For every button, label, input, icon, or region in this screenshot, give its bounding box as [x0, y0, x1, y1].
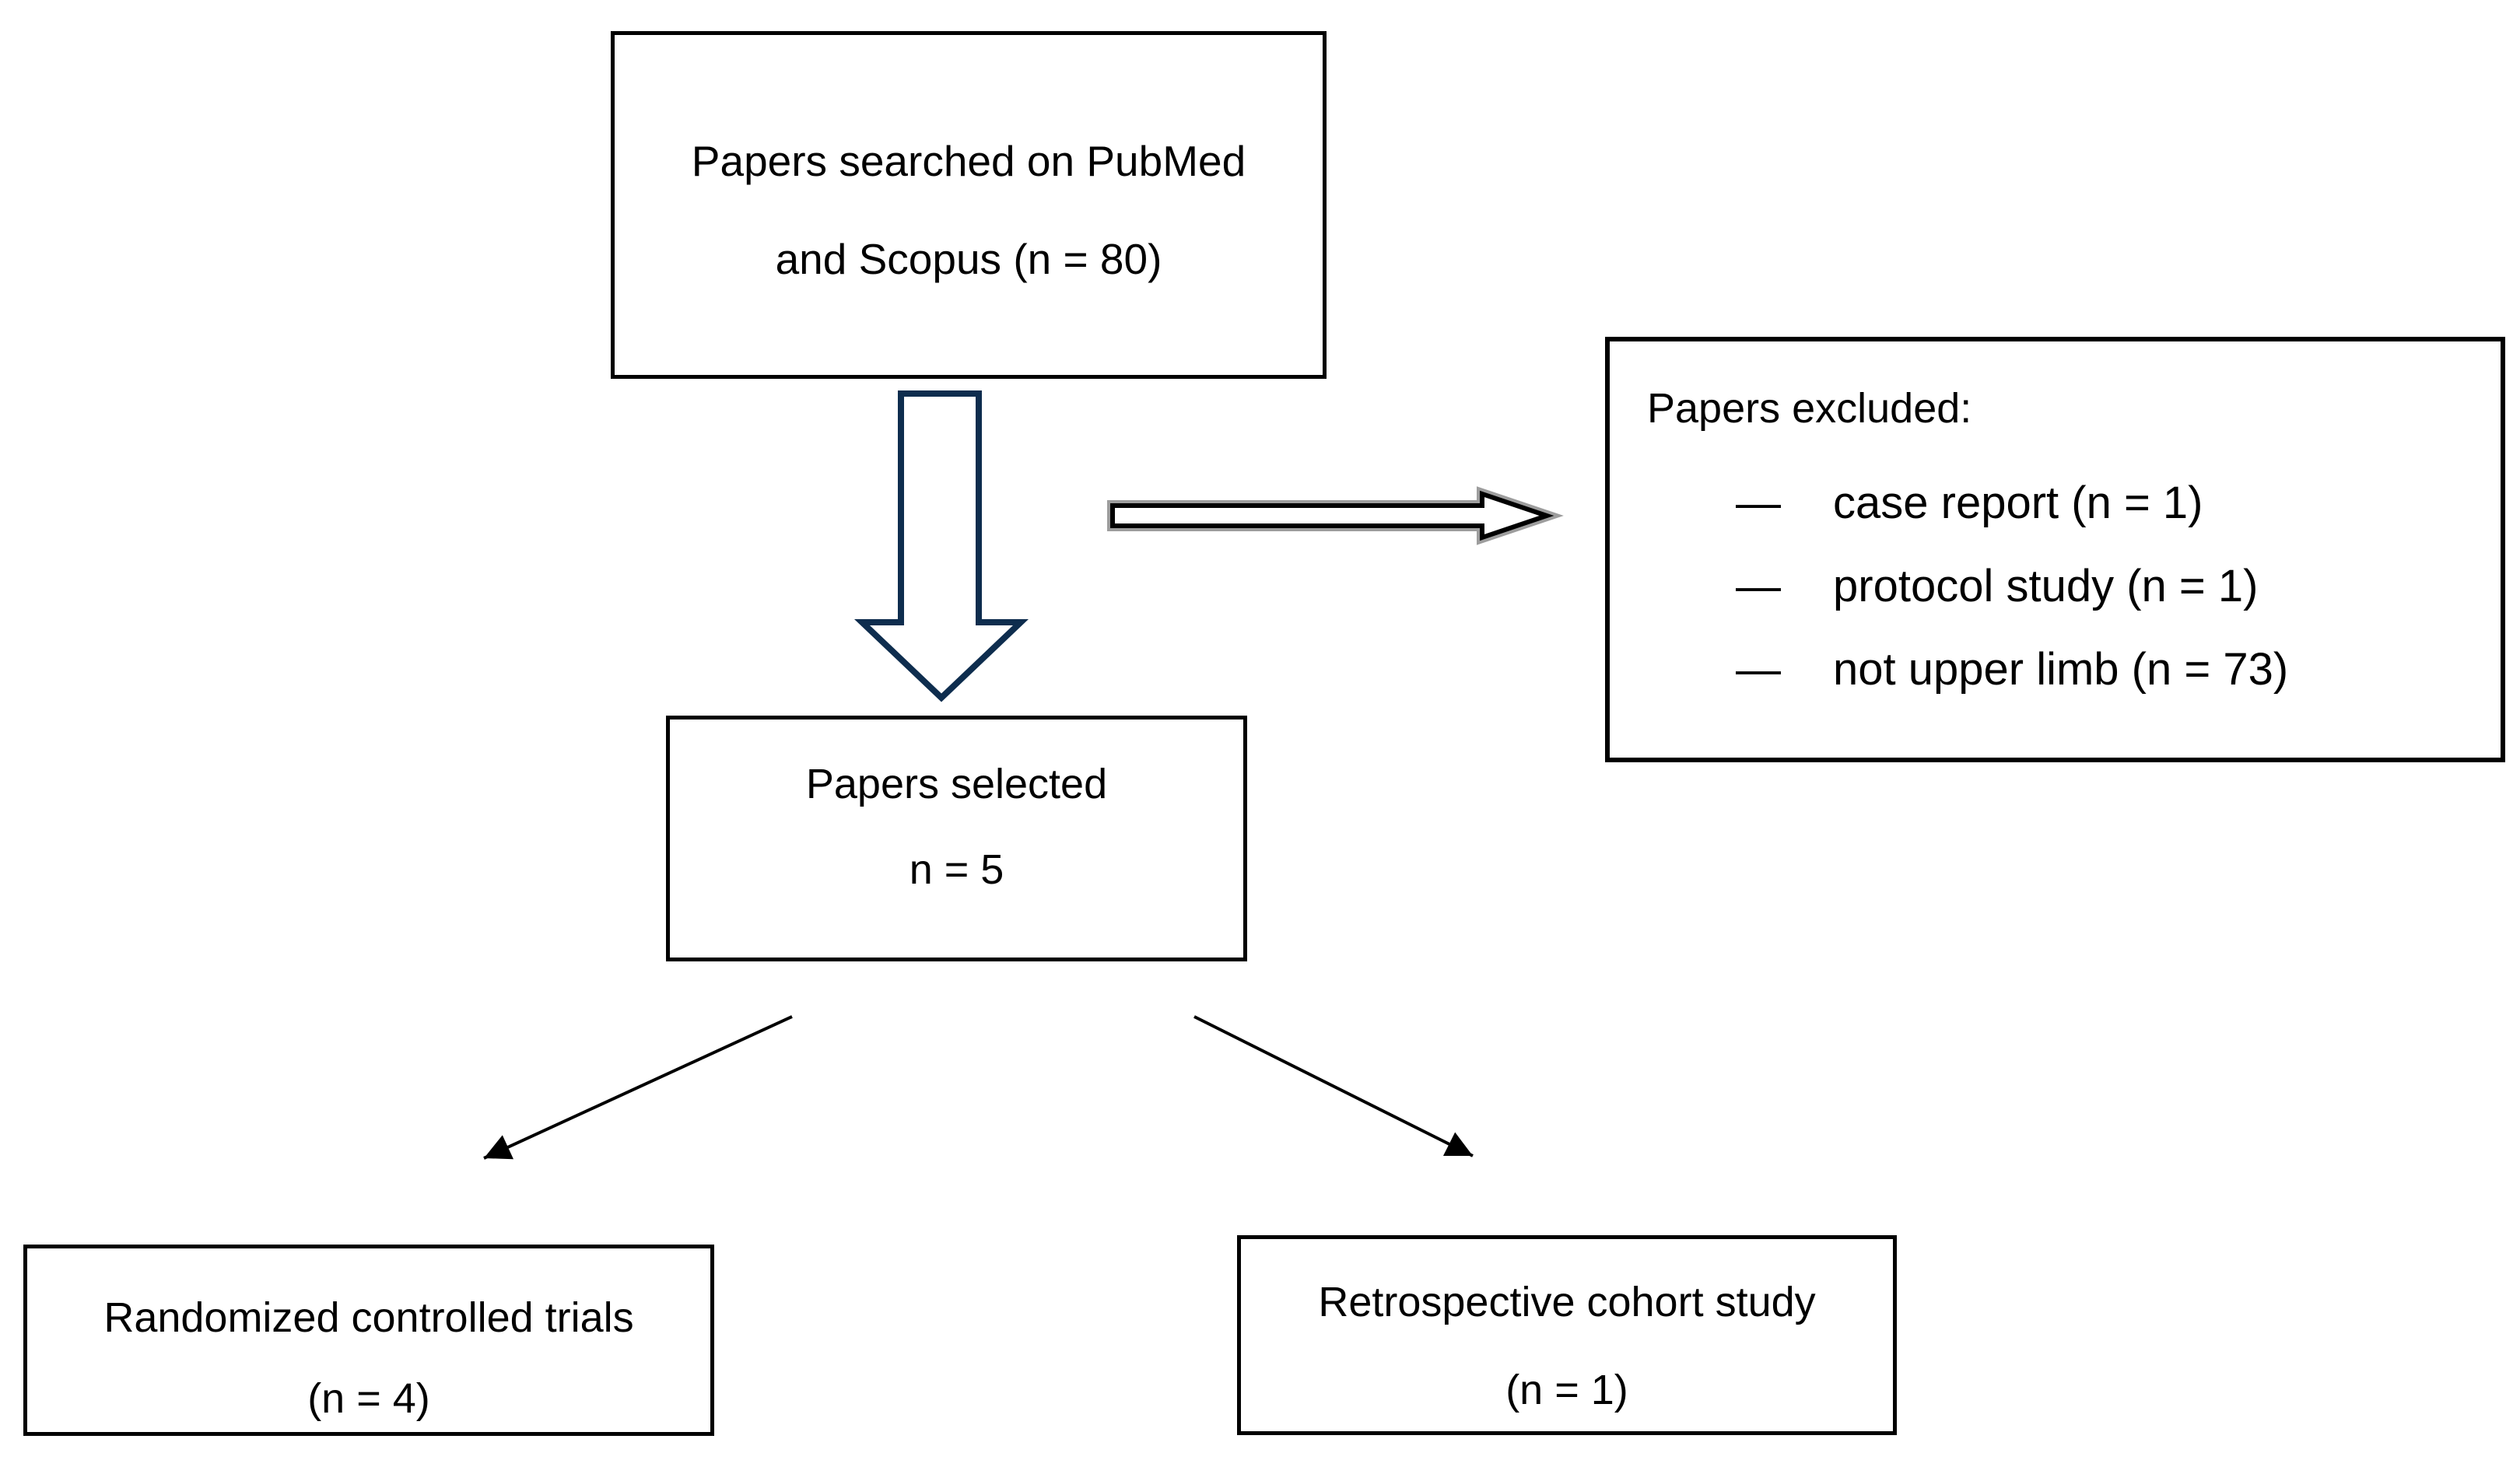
papers-searched-line-1: Papers searched on PubMed: [691, 137, 1246, 186]
rct-line-2: (n = 4): [307, 1375, 430, 1422]
box-papers-excluded: Papers excluded: — case report (n = 1) —…: [1605, 337, 2505, 762]
list-item: — protocol study (n = 1): [1736, 564, 2288, 609]
box-randomized-controlled-trials: Randomized controlled trials (n = 4): [23, 1245, 714, 1436]
down-block-arrow-icon: [853, 390, 1029, 702]
retro-line-2: (n = 1): [1505, 1367, 1628, 1413]
dash-bullet: —: [1736, 561, 1781, 612]
list-item-label: protocol study (n = 1): [1833, 561, 2259, 612]
right-diagonal-arrow-icon: [1193, 1015, 1474, 1157]
dash-bullet: —: [1736, 478, 1781, 529]
retro-line-1: Retrospective cohort study: [1318, 1278, 1816, 1325]
box-papers-selected: Papers selected n = 5: [666, 716, 1247, 961]
right-striped-arrow-icon: [1107, 486, 1564, 545]
papers-selected-line-2: n = 5: [909, 846, 1004, 893]
papers-searched-line-2: and Scopus (n = 80): [775, 234, 1162, 283]
dash-bullet: —: [1736, 644, 1781, 695]
box-papers-searched: Papers searched on PubMed and Scopus (n …: [611, 31, 1327, 379]
papers-selected-line-1: Papers selected: [805, 760, 1108, 807]
list-item: — case report (n = 1): [1736, 481, 2288, 526]
rct-line-1: Randomized controlled trials: [103, 1294, 634, 1341]
papers-excluded-list: — case report (n = 1) — protocol study (…: [1736, 481, 2288, 692]
left-diagonal-arrow-icon: [483, 1015, 793, 1160]
list-item: — not upper limb (n = 73): [1736, 647, 2288, 692]
box-retrospective-cohort-study: Retrospective cohort study (n = 1): [1237, 1235, 1897, 1435]
list-item-label: case report (n = 1): [1833, 478, 2203, 529]
papers-excluded-title: Papers excluded:: [1647, 385, 1972, 432]
list-item-label: not upper limb (n = 73): [1833, 644, 2289, 695]
